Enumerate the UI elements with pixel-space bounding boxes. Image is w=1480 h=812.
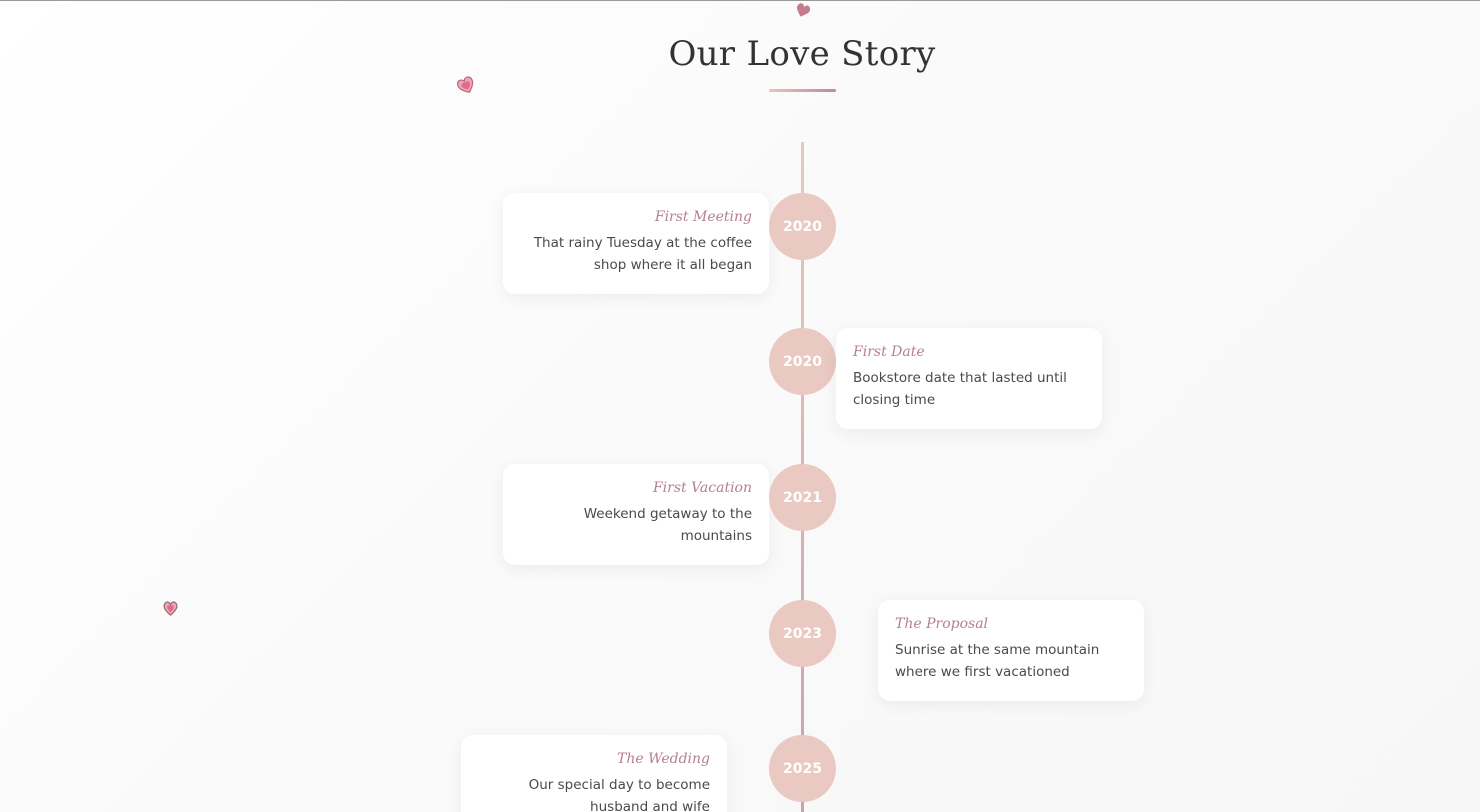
timeline-card-text: Bookstore date that lasted until closing… bbox=[853, 370, 1067, 408]
timeline-card: The Wedding Our special day to become hu… bbox=[461, 735, 727, 812]
title-underline bbox=[769, 89, 836, 92]
page-title: Our Love Story bbox=[668, 34, 936, 74]
timeline-card-title: The Wedding bbox=[616, 751, 710, 767]
timeline-card-title: First Date bbox=[853, 344, 925, 360]
timeline-year-badge: 2021 bbox=[769, 464, 836, 531]
timeline-card-text: That rainy Tuesday at the coffee shop wh… bbox=[533, 235, 752, 273]
timeline-card: First Meeting That rainy Tuesday at the … bbox=[503, 193, 769, 294]
timeline-card-title: The Proposal bbox=[895, 616, 989, 632]
timeline-card-title: First Meeting bbox=[654, 209, 752, 225]
timeline-year-badge: 2020 bbox=[769, 328, 836, 395]
timeline-card-text: Sunrise at the same mountain where we fi… bbox=[895, 642, 1100, 680]
timeline-card-title: First Vacation bbox=[652, 480, 752, 496]
floating-heart-icon bbox=[797, 3, 811, 17]
floating-heart-icon bbox=[163, 601, 178, 616]
timeline-card-text: Weekend getaway to the mountains bbox=[583, 506, 752, 544]
floating-heart-icon bbox=[456, 76, 474, 93]
timeline-year-badge: 2020 bbox=[769, 193, 836, 260]
timeline-card: First Date Bookstore date that lasted un… bbox=[836, 328, 1102, 429]
timeline-card: The Proposal Sunrise at the same mountai… bbox=[878, 600, 1144, 701]
timeline-card-text: Our special day to become husband and wi… bbox=[528, 777, 710, 812]
timeline-year-badge: 2025 bbox=[769, 735, 836, 802]
page-top-border bbox=[0, 0, 1480, 1]
timeline-year-badge: 2023 bbox=[769, 600, 836, 667]
timeline-card: First Vacation Weekend getaway to the mo… bbox=[503, 464, 769, 565]
